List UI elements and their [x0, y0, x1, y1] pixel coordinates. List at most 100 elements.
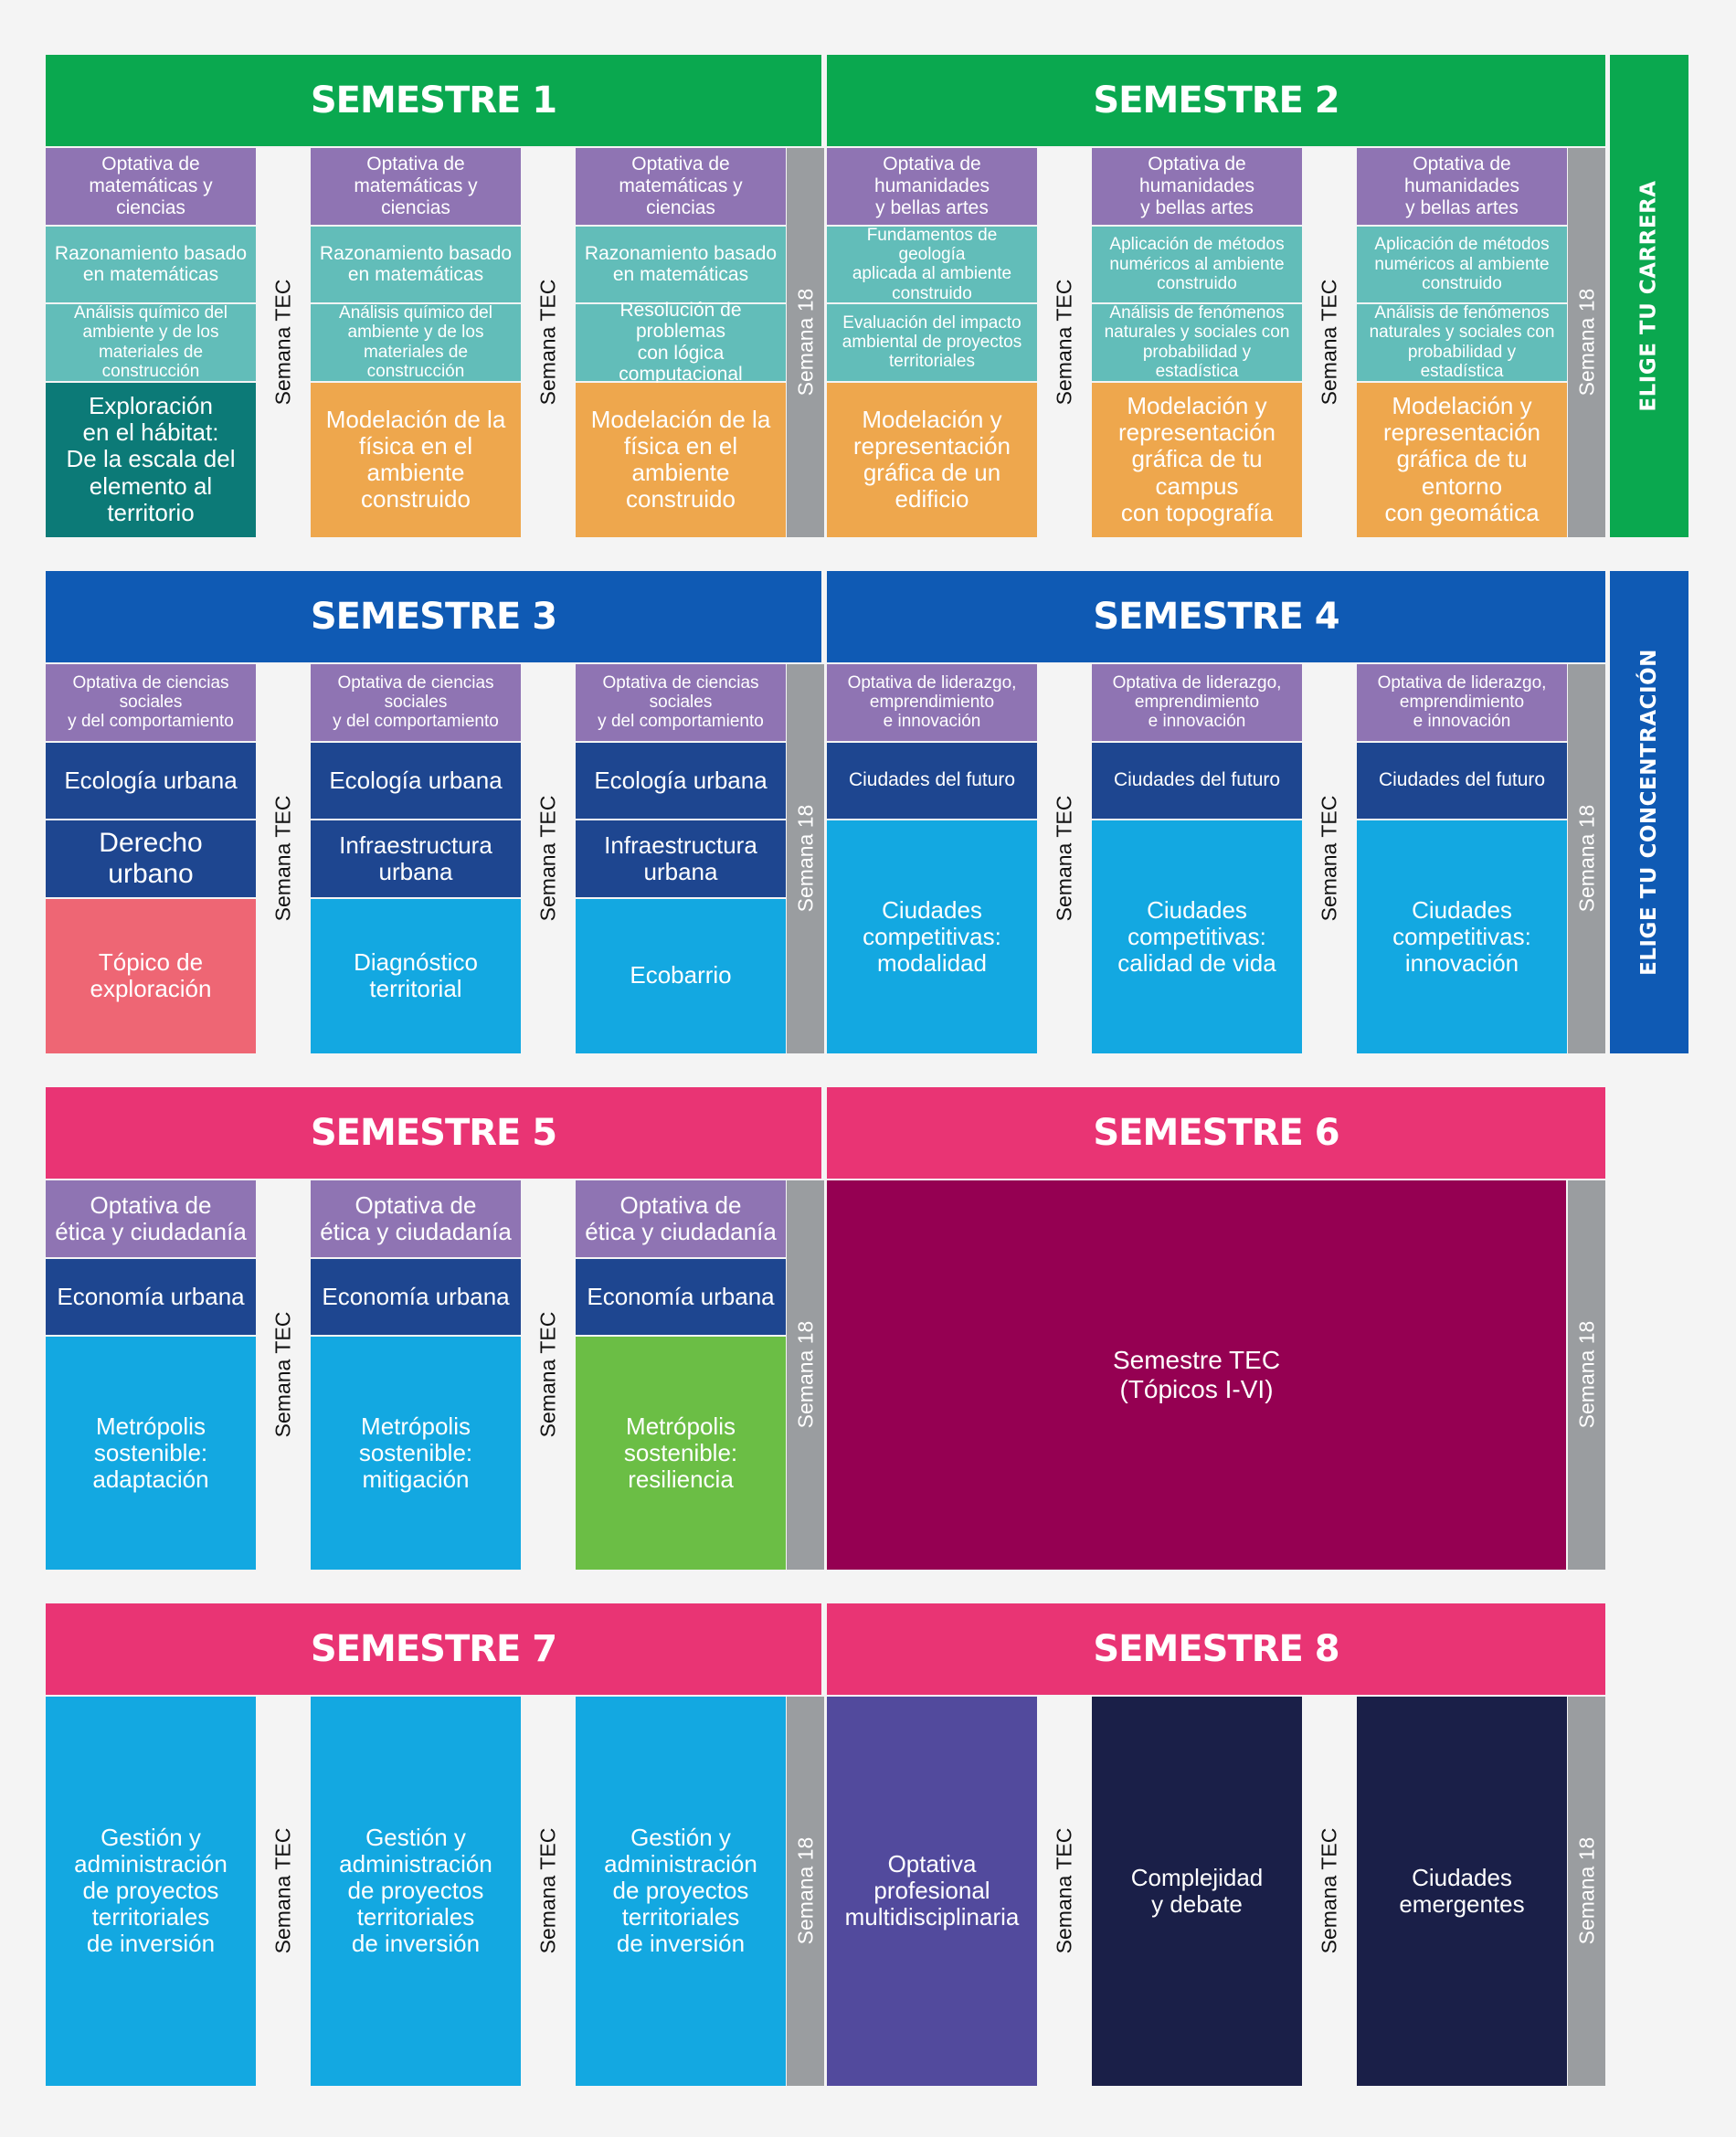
course-cell[interactable]: Optativa de ética y ciudadanía [576, 1180, 786, 1257]
course-cell[interactable]: Optativa de ética y ciudadanía [46, 1180, 256, 1257]
course-cell[interactable]: Optativa de humanidades y bellas artes [1092, 148, 1302, 225]
course-cell[interactable]: Economía urbana [576, 1258, 786, 1335]
course-cell[interactable]: Razonamiento basado en matemáticas [576, 226, 786, 302]
semana-tec-gap: Semana TEC [1304, 148, 1355, 537]
semana-tec-gap: Semana TEC [258, 1180, 309, 1570]
course-cell[interactable]: Optativa de liderazgo, emprendimiento e … [1092, 664, 1302, 741]
course-cell[interactable]: Análisis químico del ambiente y de los m… [311, 303, 521, 381]
semana-tec-gap: Semana TEC [258, 148, 309, 537]
course-cell[interactable]: Ecobarrio [576, 898, 786, 1053]
course-cell[interactable]: Razonamiento basado en matemáticas [46, 226, 256, 302]
course-cell[interactable]: Modelación y representación gráfica de u… [827, 382, 1037, 537]
semana-tec-label: Semana TEC [270, 279, 295, 406]
semester-header: SEMESTRE 5 [46, 1087, 824, 1179]
semana-tec-gap: Semana TEC [523, 664, 574, 1053]
course-cell[interactable]: Metrópolis sostenible: adaptación [46, 1337, 256, 1570]
course-cell[interactable]: Infraestructura urbana [576, 820, 786, 897]
course-cell[interactable]: Economía urbana [46, 1258, 256, 1335]
semana-tec-label: Semana TEC [270, 1827, 295, 1954]
semana-tec-label: Semana TEC [1052, 795, 1076, 922]
course-cell[interactable]: Análisis de fenómenos naturales y social… [1357, 303, 1567, 381]
course-cell[interactable]: Ciudades del futuro [827, 742, 1037, 819]
semana-tec-gap: Semana TEC [523, 148, 574, 537]
semana-18-label: Semana 18 [793, 1320, 818, 1429]
semana-tec-label: Semana TEC [1317, 279, 1341, 406]
course-cell[interactable]: Gestión y administración de proyectos te… [576, 1697, 786, 2086]
course-cell[interactable]: Modelación de la física en el ambiente c… [576, 382, 786, 537]
semana-18-label: Semana 18 [793, 1836, 818, 1945]
semana-tec-label: Semana TEC [1317, 1827, 1341, 1954]
course-cell[interactable]: Derecho urbano [46, 820, 256, 897]
course-cell[interactable]: Optativa de ciencias sociales y del comp… [46, 664, 256, 741]
course-cell[interactable]: Diagnóstico territorial [311, 898, 521, 1053]
course-cell[interactable]: Razonamiento basado en matemáticas [311, 226, 521, 302]
course-cell[interactable]: Aplicación de métodos numéricos al ambie… [1357, 226, 1567, 302]
semana-18-label: Semana 18 [1574, 804, 1599, 913]
semester-header: SEMESTRE 2 [827, 55, 1605, 146]
course-cell[interactable]: Ciudades del futuro [1357, 742, 1567, 819]
course-cell[interactable]: Modelación y representación gráfica de t… [1092, 382, 1302, 537]
course-cell[interactable]: Ciudades del futuro [1092, 742, 1302, 819]
course-cell[interactable]: Tópico de exploración [46, 898, 256, 1053]
semester-header: SEMESTRE 4 [827, 571, 1605, 662]
semana-18-label: Semana 18 [1574, 1320, 1599, 1429]
course-cell[interactable]: Optativa de liderazgo, emprendimiento e … [827, 664, 1037, 741]
course-cell[interactable]: Ciudades competitivas: calidad de vida [1092, 820, 1302, 1053]
sidebar-text: ELIGE TU CONCENTRACIÓN [1637, 648, 1662, 976]
course-cell[interactable]: Resolución de problemas con lógica compu… [576, 300, 786, 385]
semana-tec-gap: Semana TEC [258, 664, 309, 1053]
semester-header: SEMESTRE 6 [827, 1087, 1605, 1179]
course-cell[interactable]: Metrópolis sostenible: resiliencia [576, 1337, 786, 1570]
semana-18-label: Semana 18 [1574, 1836, 1599, 1945]
semana-18-column: Semana 18 [1568, 1180, 1605, 1570]
course-cell[interactable]: Ciudades competitivas: modalidad [827, 820, 1037, 1053]
course-cell[interactable]: Optativa de ética y ciudadanía [311, 1180, 521, 1257]
course-cell[interactable]: Análisis químico del ambiente y de los m… [46, 303, 256, 381]
course-cell[interactable]: Optativa de humanidades y bellas artes [827, 148, 1037, 225]
course-cell[interactable]: Infraestructura urbana [311, 820, 521, 897]
semana-18-column: Semana 18 [787, 148, 824, 537]
semana-18-label: Semana 18 [1574, 288, 1599, 397]
semana-tec-label: Semana TEC [270, 795, 295, 922]
course-cell[interactable]: Optativa profesional multidisciplinaria [827, 1697, 1037, 2086]
course-cell[interactable]: Optativa de matemáticas y ciencias [576, 148, 786, 225]
course-cell[interactable]: Optativa de matemáticas y ciencias [46, 148, 256, 225]
course-cell[interactable]: Gestión y administración de proyectos te… [46, 1697, 256, 2086]
course-cell[interactable]: Modelación de la física en el ambiente c… [311, 382, 521, 537]
course-cell[interactable]: Fundamentos de geología aplicada al ambi… [827, 226, 1037, 303]
semana-tec-label: Semana TEC [535, 1827, 560, 1954]
semester-header: SEMESTRE 8 [827, 1603, 1605, 1695]
course-cell[interactable]: Optativa de liderazgo, emprendimiento e … [1357, 664, 1567, 741]
semana-18-column: Semana 18 [1568, 1697, 1605, 2086]
semana-tec-gap: Semana TEC [1039, 1697, 1090, 2086]
course-cell[interactable]: Ecología urbana [46, 742, 256, 819]
course-cell[interactable]: Optativa de humanidades y bellas artes [1357, 148, 1567, 225]
semester-header: SEMESTRE 1 [46, 55, 824, 146]
semana-tec-gap: Semana TEC [523, 1697, 574, 2086]
semester-tec-block[interactable]: Semestre TEC (Tópicos I-VI) [827, 1180, 1566, 1570]
course-cell[interactable]: Ciudades emergentes [1357, 1697, 1567, 2086]
course-cell[interactable]: Ecología urbana [576, 742, 786, 819]
course-cell[interactable]: Modelación y representación gráfica de t… [1357, 382, 1567, 537]
course-cell[interactable]: Optativa de matemáticas y ciencias [311, 148, 521, 225]
semana-18-label: Semana 18 [793, 288, 818, 397]
sidebar-label: ELIGE TU CONCENTRACIÓN [1610, 571, 1688, 1053]
semana-tec-gap: Semana TEC [258, 1697, 309, 2086]
course-cell[interactable]: Optativa de ciencias sociales y del comp… [311, 664, 521, 741]
course-cell[interactable]: Evaluación del impacto ambiental de proy… [827, 304, 1037, 381]
semana-tec-label: Semana TEC [535, 1311, 560, 1438]
course-cell[interactable]: Metrópolis sostenible: mitigación [311, 1337, 521, 1570]
course-cell[interactable]: Ecología urbana [311, 742, 521, 819]
course-cell[interactable]: Complejidad y debate [1092, 1697, 1302, 2086]
course-cell[interactable]: Economía urbana [311, 1258, 521, 1335]
course-cell[interactable]: Optativa de ciencias sociales y del comp… [576, 664, 786, 741]
course-cell[interactable]: Análisis de fenómenos naturales y social… [1092, 303, 1302, 381]
sidebar-text: ELIGE TU CARRERA [1637, 180, 1661, 412]
semana-tec-gap: Semana TEC [1039, 148, 1090, 537]
course-cell[interactable]: Gestión y administración de proyectos te… [311, 1697, 521, 2086]
course-cell[interactable]: Exploración en el hábitat: De la escala … [46, 382, 256, 537]
course-cell[interactable]: Ciudades competitivas: innovación [1357, 820, 1567, 1053]
semana-tec-gap: Semana TEC [1039, 664, 1090, 1053]
course-cell[interactable]: Aplicación de métodos numéricos al ambie… [1092, 226, 1302, 302]
